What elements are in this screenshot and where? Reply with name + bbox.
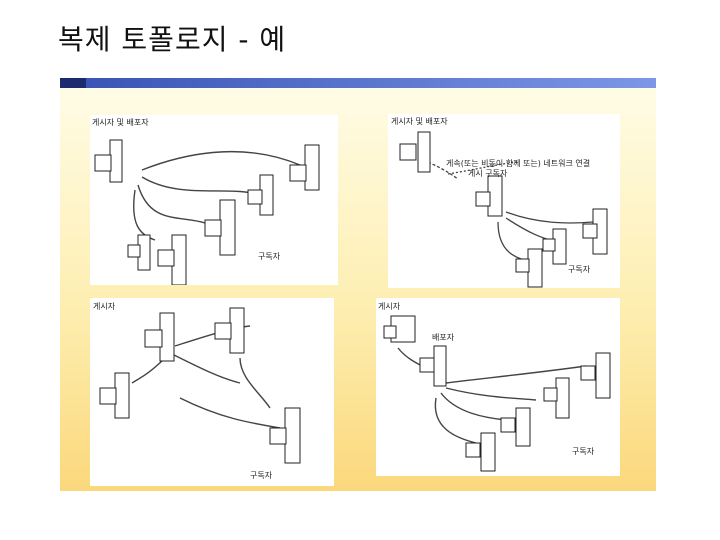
diagram-publisher-direct: 게시자 구독자 [90, 298, 334, 486]
diagram-4-label-subscriber: 구독자 [572, 447, 595, 456]
diagram-1-label-subscriber: 구독자 [258, 252, 281, 261]
title-bar-accent [60, 78, 86, 88]
diagram-3-label-subscriber: 구독자 [250, 471, 273, 480]
diagram-publisher-distributor-separate: 게시자 배포자 구독자 [376, 298, 620, 476]
diagram-4-drawing [383, 315, 611, 472]
title-bar [60, 78, 656, 88]
diagram-2-label-network: 게속(또는 비동이 함께 또는) 네트워크 연결 [446, 159, 591, 168]
title-bar-stripe [86, 78, 656, 88]
diagram-4-label-publisher: 게시자 [378, 302, 401, 311]
diagram-1-drawing [94, 139, 320, 285]
diagram-1-label-publisher: 게시자 및 배포자 [92, 118, 149, 127]
diagram-2-label-subscriber: 구독자 [568, 265, 591, 274]
diagram-publisher-distributor: 게시자 및 배포자 구독자 [90, 115, 338, 285]
diagram-2-label-publishing-subscriber: 게시 구독자 [468, 169, 508, 178]
diagram-3-drawing [99, 307, 301, 464]
slide-title: 복제 토폴로지 - 예 [58, 23, 287, 56]
diagram-2-drawing [399, 131, 608, 288]
diagram-2-label-publisher: 게시자 및 배포자 [391, 117, 448, 126]
diagram-publisher-subscriber-network: 게시자 및 배포자 게속(또는 비동이 함께 또는) 네트워크 연결 게시 구독… [388, 114, 620, 288]
diagram-4-label-distributor: 배포자 [432, 333, 455, 342]
diagram-3-label-publisher: 게시자 [93, 302, 116, 311]
